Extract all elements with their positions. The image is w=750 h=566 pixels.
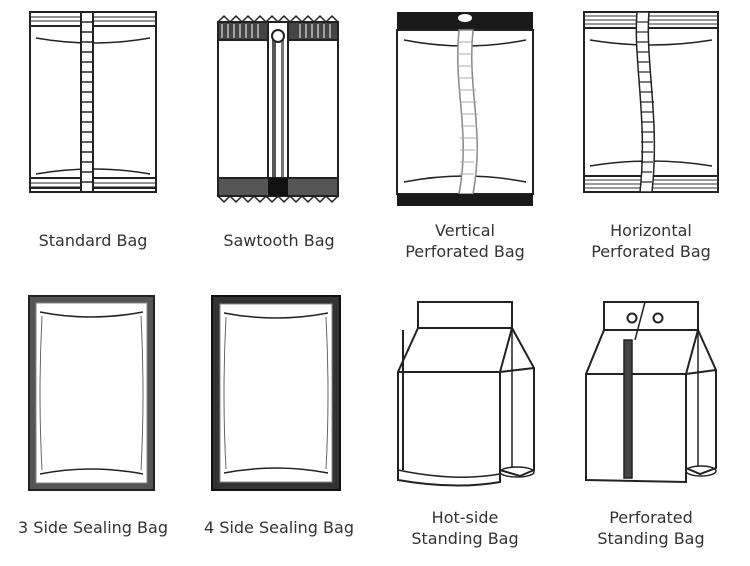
label-line: 3 Side Sealing Bag bbox=[18, 518, 168, 537]
horizontal-perforated-bag-label: Horizontal Perforated Bag bbox=[558, 220, 744, 262]
label-line: Standing Bag bbox=[411, 529, 519, 548]
horizontal-perforated-bag-drawing bbox=[583, 11, 719, 193]
label-line: Vertical bbox=[435, 221, 495, 240]
hot-side-standing-bag-label: Hot-side Standing Bag bbox=[372, 507, 558, 549]
label-line: Standing Bag bbox=[597, 529, 705, 548]
sawtooth-bag-label: Sawtooth Bag bbox=[186, 230, 372, 251]
perforated-standing-bag-label: Perforated Standing Bag bbox=[558, 507, 744, 549]
label-line: Perforated Bag bbox=[405, 242, 525, 261]
label-line: Sawtooth Bag bbox=[223, 231, 335, 250]
4-side-sealing-bag-label: 4 Side Sealing Bag bbox=[186, 517, 372, 538]
label-line: Hot-side bbox=[431, 508, 499, 527]
vertical-perforated-bag-label: Vertical Perforated Bag bbox=[372, 220, 558, 262]
vertical-perforated-bag-drawing bbox=[396, 12, 534, 206]
4-side-sealing-bag-drawing bbox=[211, 295, 341, 491]
perforated-standing-bag-drawing bbox=[585, 301, 717, 484]
3-side-sealing-bag-label: 3 Side Sealing Bag bbox=[0, 517, 186, 538]
label-line: Perforated bbox=[609, 508, 693, 527]
sawtooth-bag-drawing bbox=[217, 14, 339, 204]
hot-side-standing-bag-drawing bbox=[397, 301, 535, 487]
label-line: 4 Side Sealing Bag bbox=[204, 518, 354, 537]
label-line: Perforated Bag bbox=[591, 242, 711, 261]
standard-bag-label: Standard Bag bbox=[0, 230, 186, 251]
label-line: Horizontal bbox=[610, 221, 692, 240]
label-line: Standard Bag bbox=[38, 231, 148, 250]
3-side-sealing-bag-drawing bbox=[28, 295, 155, 491]
